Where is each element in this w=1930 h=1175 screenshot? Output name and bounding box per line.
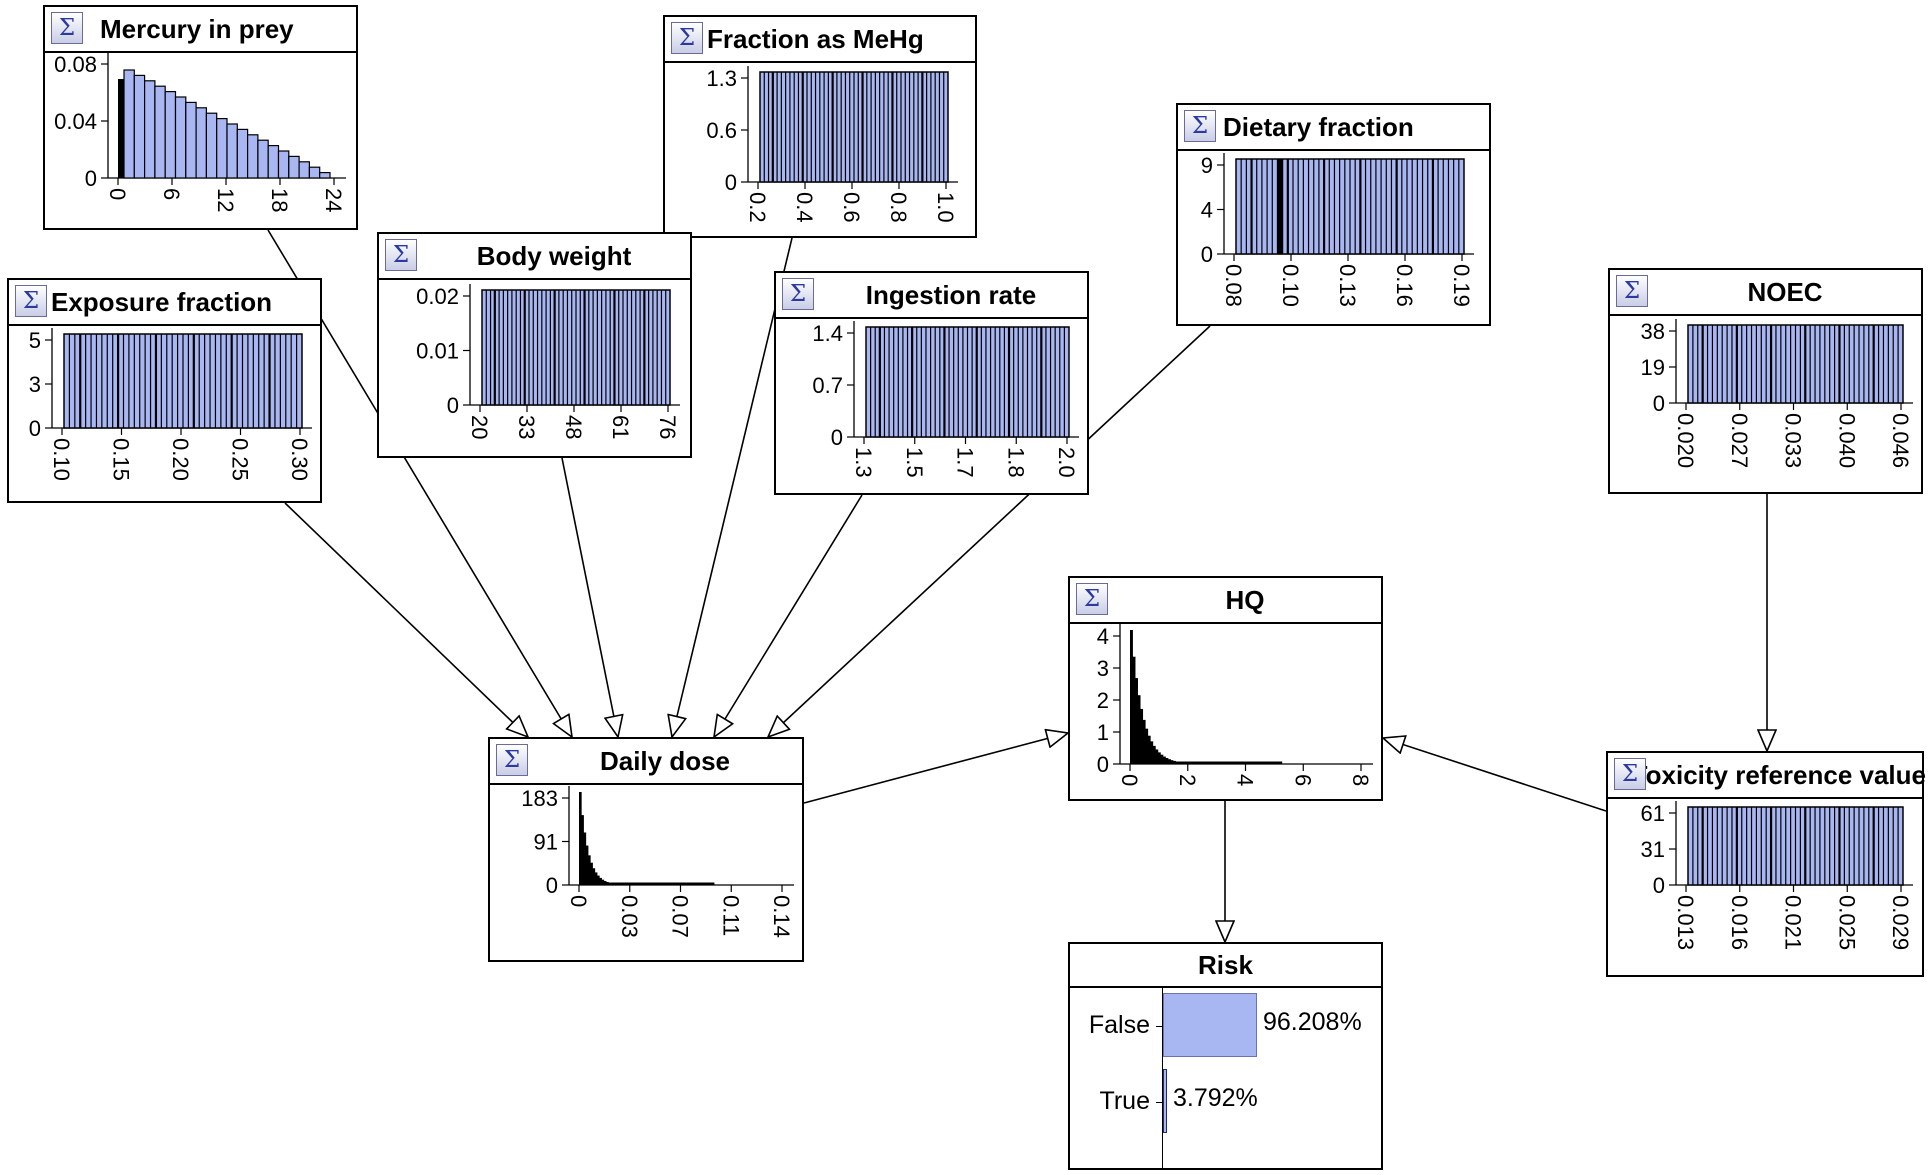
sigma-icon[interactable]: Σ: [671, 22, 703, 54]
node-title: Mercury in prey: [100, 14, 294, 44]
risk-bar-true: [1163, 1069, 1167, 1133]
risk-percent-false: 96.208%: [1263, 1008, 1362, 1036]
edge-fraction-mehg-to-daily-dose[interactable]: [672, 237, 793, 737]
risk-tick: [1156, 1026, 1163, 1027]
risk-state-label-true: True: [1099, 1087, 1150, 1115]
sigma-icon[interactable]: Σ: [385, 239, 417, 271]
node-title: HQ: [1225, 585, 1265, 615]
node-mercury[interactable]: Mercury in prey Σ: [43, 5, 358, 230]
sigma-icon[interactable]: Σ: [1076, 583, 1108, 615]
risk-percent-true: 3.792%: [1173, 1084, 1258, 1112]
edge-ingestion-to-daily-dose[interactable]: [714, 494, 863, 737]
sigma-icon[interactable]: Σ: [1184, 110, 1216, 142]
node-header: Mercury in prey Σ: [45, 7, 356, 53]
sigma-icon[interactable]: Σ: [782, 278, 814, 310]
risk-tick: [1156, 1102, 1163, 1103]
edge-trv-to-hq[interactable]: [1383, 738, 1607, 812]
risk-bar-false: [1163, 993, 1257, 1057]
node-title: Ingestion rate: [865, 280, 1037, 310]
edge-dietary-to-daily-dose[interactable]: [768, 325, 1211, 737]
node-title: Daily dose: [599, 746, 731, 776]
edge-layer: [267, 229, 1767, 942]
edge-daily-dose-to-hq[interactable]: [803, 733, 1068, 804]
node-header: NOEC Σ: [1610, 270, 1921, 316]
node-body-weight[interactable]: Body weight Σ: [377, 232, 692, 458]
node-daily-dose[interactable]: Daily dose Σ: [488, 737, 804, 962]
node-title: Toxicity reference value: [1642, 760, 1926, 790]
node-title: NOEC: [1747, 277, 1823, 307]
node-header: Daily dose Σ: [490, 739, 802, 785]
sigma-icon[interactable]: Σ: [496, 744, 528, 776]
sigma-icon[interactable]: Σ: [51, 12, 83, 44]
risk-state-label-false: False: [1088, 1011, 1150, 1039]
node-header: Body weight Σ: [379, 234, 690, 280]
node-title: Dietary fraction: [1223, 112, 1414, 142]
node-ingestion[interactable]: Ingestion rate Σ: [774, 271, 1089, 495]
node-header: Ingestion rate Σ: [776, 273, 1087, 319]
sigma-icon[interactable]: Σ: [1614, 758, 1646, 790]
node-title: Body weight: [476, 241, 632, 271]
edge-body-weight-to-daily-dose[interactable]: [561, 457, 618, 737]
node-header: HQ Σ: [1070, 578, 1381, 624]
node-noec[interactable]: NOEC Σ: [1608, 268, 1923, 494]
node-title: Exposure fraction: [51, 287, 273, 317]
risk-title: Risk: [1070, 944, 1381, 988]
risk-axis: [1162, 988, 1163, 1170]
edge-exposure-to-daily-dose[interactable]: [284, 502, 528, 737]
sigma-icon[interactable]: Σ: [15, 285, 47, 317]
node-title: Fraction as MeHg: [707, 24, 924, 54]
node-hq[interactable]: HQ Σ: [1068, 576, 1383, 801]
sigma-icon[interactable]: Σ: [1616, 275, 1648, 307]
